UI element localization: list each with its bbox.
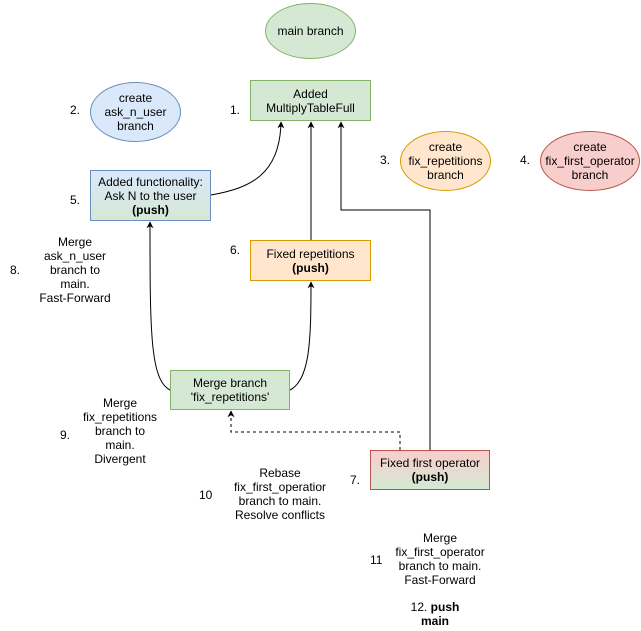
note-8-line-2: ask_n_user xyxy=(43,249,107,263)
edge-merge-to-repetitions xyxy=(289,281,315,391)
note-10-line-1: Rebase xyxy=(259,466,301,480)
note-10-line-4: Resolve conflicts xyxy=(234,508,326,522)
create-fix-first-line-3: branch xyxy=(571,168,609,182)
merge-branch-box: Merge branch 'fix_repetitions' xyxy=(170,370,290,410)
note-step-8: Merge ask_n_user branch to main. Fast-Fo… xyxy=(25,235,125,305)
step-number-11: 11 xyxy=(370,553,383,567)
note-12-main: main xyxy=(420,614,449,628)
note-step-12: 12. push main xyxy=(400,600,470,628)
note-11-line-4: Fast-Forward xyxy=(404,573,476,587)
added-functionality-box: Added functionality: Ask N to the user (… xyxy=(90,170,211,221)
create-fix-first-operator-ellipse: create fix_first_operator branch xyxy=(540,131,640,191)
note-11-line-3: branch to main. xyxy=(398,559,482,573)
note-8-line-5: Fast-Forward xyxy=(39,291,111,305)
edge-rebase-dashed xyxy=(227,410,401,450)
edge-first-operator-to-multiply xyxy=(337,121,431,450)
create-fix-first-line-2: fix_first_operator xyxy=(545,154,635,168)
merge-branch-line-1: Merge branch xyxy=(192,376,268,390)
step-number-3: 3. xyxy=(380,153,391,167)
create-ask-line-2: ask_n_user xyxy=(104,105,167,119)
note-10-line-2: fix_first_operatior xyxy=(233,480,327,494)
note-12-line-1: 12. push xyxy=(400,600,470,614)
fixed-repetitions-push: (push) xyxy=(292,260,329,275)
note-9-line-5: Divergent xyxy=(94,452,146,466)
create-ask-n-user-ellipse: create ask_n_user branch xyxy=(90,82,181,142)
note-step-10: Rebase fix_first_operatior branch to mai… xyxy=(220,466,340,522)
added-multiply-line-1: Added xyxy=(293,86,328,101)
step-number-1: 1. xyxy=(230,103,241,117)
note-8-line-1: Merge xyxy=(57,235,92,249)
note-11-line-1: Merge xyxy=(422,531,457,545)
note-10-line-3: branch to main. xyxy=(238,494,322,508)
note-9-line-4: main. xyxy=(105,438,135,452)
create-fix-first-line-1: create xyxy=(573,140,607,154)
note-8-line-3: branch to xyxy=(49,263,101,277)
step-number-5: 5. xyxy=(70,193,81,207)
note-12-prefix: 12. xyxy=(410,600,431,614)
added-functionality-push: (push) xyxy=(132,202,169,217)
edge-merge-to-functionality xyxy=(146,221,171,391)
note-9-line-3: branch to xyxy=(94,424,146,438)
step-number-9: 9. xyxy=(60,428,71,442)
create-ask-line-3: branch xyxy=(117,119,154,133)
create-fix-rep-line-3: branch xyxy=(427,168,464,182)
step-number-10: 10 xyxy=(199,488,213,502)
added-multiply-table-box: Added MultiplyTableFull xyxy=(250,80,371,121)
added-functionality-line-2: Ask N to the user xyxy=(104,188,197,203)
fixed-repetitions-box: Fixed repetitions (push) xyxy=(250,240,371,281)
note-12-push: push xyxy=(430,600,460,614)
note-step-9: Merge fix_repetitions branch to main. Di… xyxy=(70,396,170,466)
fixed-repetitions-line-1: Fixed repetitions xyxy=(266,246,355,261)
note-step-11: Merge fix_first_operator branch to main.… xyxy=(380,531,500,587)
fixed-first-operator-line-1: Fixed first operator xyxy=(379,456,481,470)
main-branch-ellipse: main branch xyxy=(265,3,356,59)
create-fix-rep-line-1: create xyxy=(428,140,463,154)
merge-branch-line-2: 'fix_repetitions' xyxy=(190,390,270,404)
edge-functionality-to-multiply xyxy=(210,121,285,196)
note-8-line-4: main. xyxy=(60,277,90,291)
note-12-line-2: main xyxy=(400,614,470,628)
added-functionality-line-1: Added functionality: xyxy=(98,174,203,189)
step-number-7: 7. xyxy=(350,473,361,487)
note-9-line-1: Merge xyxy=(102,396,137,410)
create-ask-line-1: create xyxy=(118,91,153,105)
fixed-first-operator-push: (push) xyxy=(411,470,449,484)
added-multiply-line-2: MultiplyTableFull xyxy=(266,100,355,115)
main-branch-label: main branch xyxy=(277,24,344,38)
note-11-line-2: fix_first_operator xyxy=(395,545,485,559)
step-number-4: 4. xyxy=(520,153,531,167)
step-number-6: 6. xyxy=(230,243,241,257)
fixed-first-operator-box: Fixed first operator (push) xyxy=(370,450,490,490)
step-number-2: 2. xyxy=(70,103,81,117)
note-9-line-2: fix_repetitions xyxy=(82,410,158,424)
step-number-8: 8. xyxy=(10,263,21,277)
create-fix-repetitions-ellipse: create fix_repetitions branch xyxy=(400,131,491,191)
create-fix-rep-line-2: fix_repetitions xyxy=(408,154,483,168)
